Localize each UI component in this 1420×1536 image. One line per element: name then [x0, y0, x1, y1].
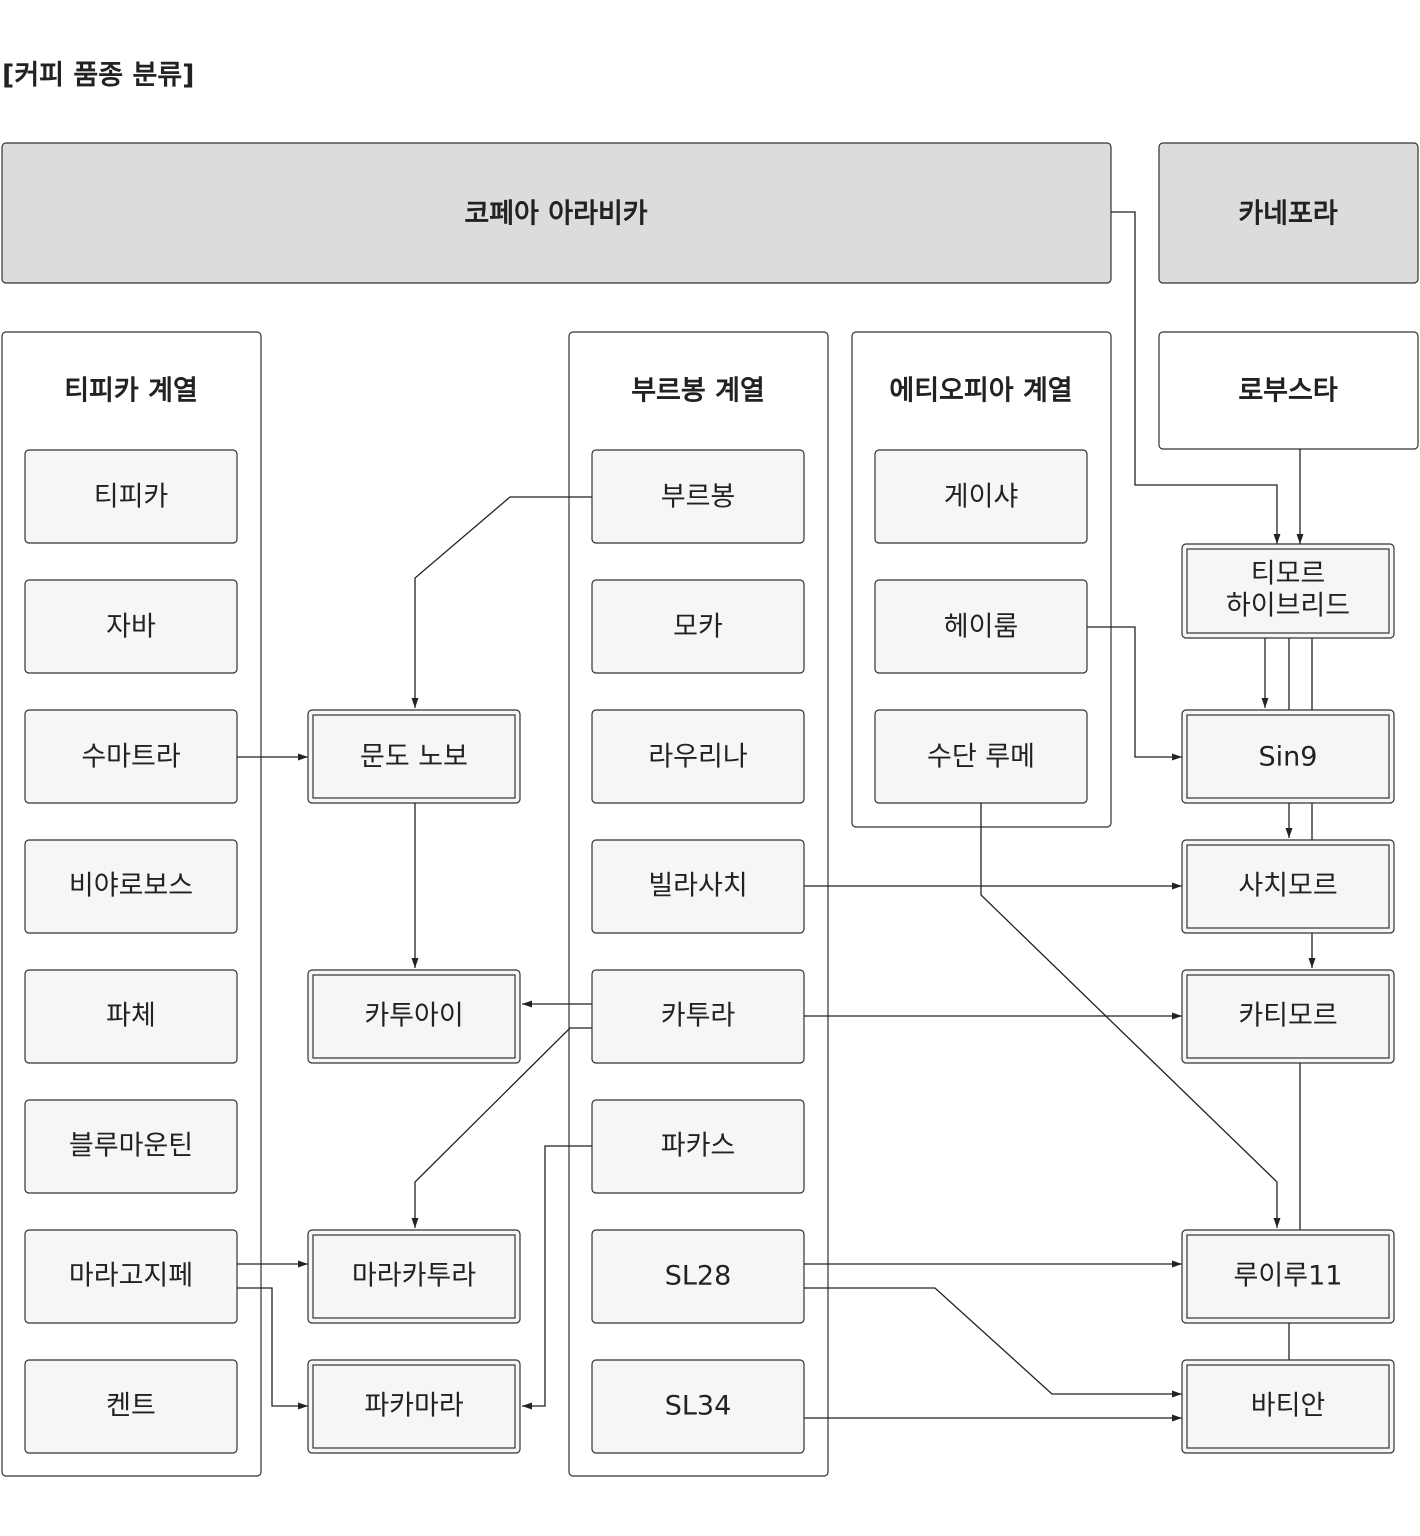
group-ethiopia-label: 에티오피아 계열	[889, 376, 1072, 407]
node-pache-label: 파체	[106, 1001, 156, 1032]
node-maracaturra-label: 마라카투라	[352, 1261, 476, 1292]
node-sl28: SL28	[591, 1229, 805, 1324]
node-sumatra-label: 수마트라	[81, 742, 181, 773]
node-villasarchi-label: 빌라사치	[648, 871, 747, 902]
node-bourbon-label: 부르봉	[661, 482, 736, 513]
node-maragogype-label: 마라고지페	[69, 1261, 193, 1292]
node-batian: 바티안	[1181, 1359, 1395, 1454]
node-sarchimor-label: 사치모르	[1238, 871, 1337, 902]
edge-sl28-batian	[804, 1287, 1182, 1398]
node-ruiru11-label: 루이루11	[1234, 1261, 1343, 1292]
node-laurina: 라우리나	[591, 709, 805, 804]
node-catuai: 카투아이	[307, 969, 521, 1064]
node-java-label: 자바	[106, 612, 156, 643]
node-caturra-label: 카투라	[661, 1001, 736, 1032]
node-sl34: SL34	[591, 1359, 805, 1454]
node-mundonovo: 문도 노보	[307, 709, 521, 804]
node-kent: 켄트	[24, 1359, 238, 1454]
arabica-header: 코페아 아라비카	[1, 142, 1112, 284]
node-sl34-label: SL34	[665, 1391, 732, 1422]
edge-sudanrume-ruiru	[980, 803, 1281, 1228]
arabica-header-label: 코페아 아라비카	[464, 199, 647, 230]
node-heirloom: 헤이룸	[874, 579, 1088, 674]
node-pacamara-label: 파카마라	[364, 1391, 464, 1422]
canephora-header: 카네포라	[1158, 142, 1419, 284]
node-geisha-label: 게이샤	[944, 482, 1019, 513]
node-sin9: Sin9	[1181, 709, 1395, 804]
node-pacamara: 파카마라	[307, 1359, 521, 1454]
node-villasarchi: 빌라사치	[591, 839, 805, 934]
node-pache: 파체	[24, 969, 238, 1064]
node-timor-hybrid: 티모르 하이브리드	[1181, 543, 1395, 639]
group-bourbon-label: 부르봉 계열	[631, 376, 765, 407]
node-villalobos-label: 비야로보스	[69, 871, 193, 902]
edge-pacas-pacamara	[522, 1145, 592, 1410]
canephora-header-label: 카네포라	[1238, 199, 1338, 230]
node-sarchimor: 사치모르	[1181, 839, 1395, 934]
node-sumatra: 수마트라	[24, 709, 238, 804]
node-bourbon: 부르봉	[591, 449, 805, 544]
node-kent-label: 켄트	[106, 1391, 156, 1422]
node-typica-label: 티피카	[94, 482, 169, 513]
edge-heirloom-sin9	[1087, 626, 1182, 761]
node-mundonovo-label: 문도 노보	[360, 742, 468, 773]
node-pacas-label: 파카스	[661, 1131, 736, 1162]
node-batian-label: 바티안	[1251, 1391, 1326, 1422]
node-sin9-label: Sin9	[1259, 742, 1318, 773]
diagram-title: [커피 품종 분류]	[2, 60, 195, 91]
node-sudanrume-label: 수단 루메	[927, 742, 1035, 773]
node-catuai-label: 카투아이	[364, 1001, 463, 1032]
node-sl28-label: SL28	[665, 1261, 732, 1292]
edges	[237, 211, 1316, 1422]
node-sudanrume: 수단 루메	[874, 709, 1088, 804]
node-timor-label-1: 티모르	[1251, 559, 1326, 590]
node-bluemountain: 블루마운틴	[24, 1099, 238, 1194]
edge-bourbon-mundonovo	[411, 496, 592, 708]
node-geisha: 게이샤	[874, 449, 1088, 544]
node-mocha: 모카	[591, 579, 805, 674]
node-maracaturra: 마라카투라	[307, 1229, 521, 1324]
node-bluemountain-label: 블루마운틴	[69, 1131, 193, 1162]
node-catimor: 카티모르	[1181, 969, 1395, 1064]
node-typica: 티피카	[24, 449, 238, 544]
edge-maragogype-pacamara	[237, 1287, 308, 1410]
node-catimor-label: 카티모르	[1238, 1001, 1337, 1032]
node-villalobos: 비야로보스	[24, 839, 238, 934]
edge-arabica-timor	[1111, 211, 1281, 544]
group-robusta: 로부스타	[1158, 331, 1419, 450]
node-mocha-label: 모카	[673, 612, 723, 643]
node-java: 자바	[24, 579, 238, 674]
node-ruiru11: 루이루11	[1181, 1229, 1395, 1324]
node-maragogype: 마라고지페	[24, 1229, 238, 1324]
node-pacas: 파카스	[591, 1099, 805, 1194]
group-typica-label: 티피카 계열	[64, 376, 198, 407]
node-heirloom-label: 헤이룸	[944, 612, 1019, 643]
node-caturra: 카투라	[591, 969, 805, 1064]
edge-caturra-maracaturra	[411, 1027, 592, 1228]
group-robusta-label: 로부스타	[1238, 376, 1338, 407]
node-laurina-label: 라우리나	[648, 742, 747, 773]
node-timor-label-2: 하이브리드	[1226, 591, 1350, 622]
